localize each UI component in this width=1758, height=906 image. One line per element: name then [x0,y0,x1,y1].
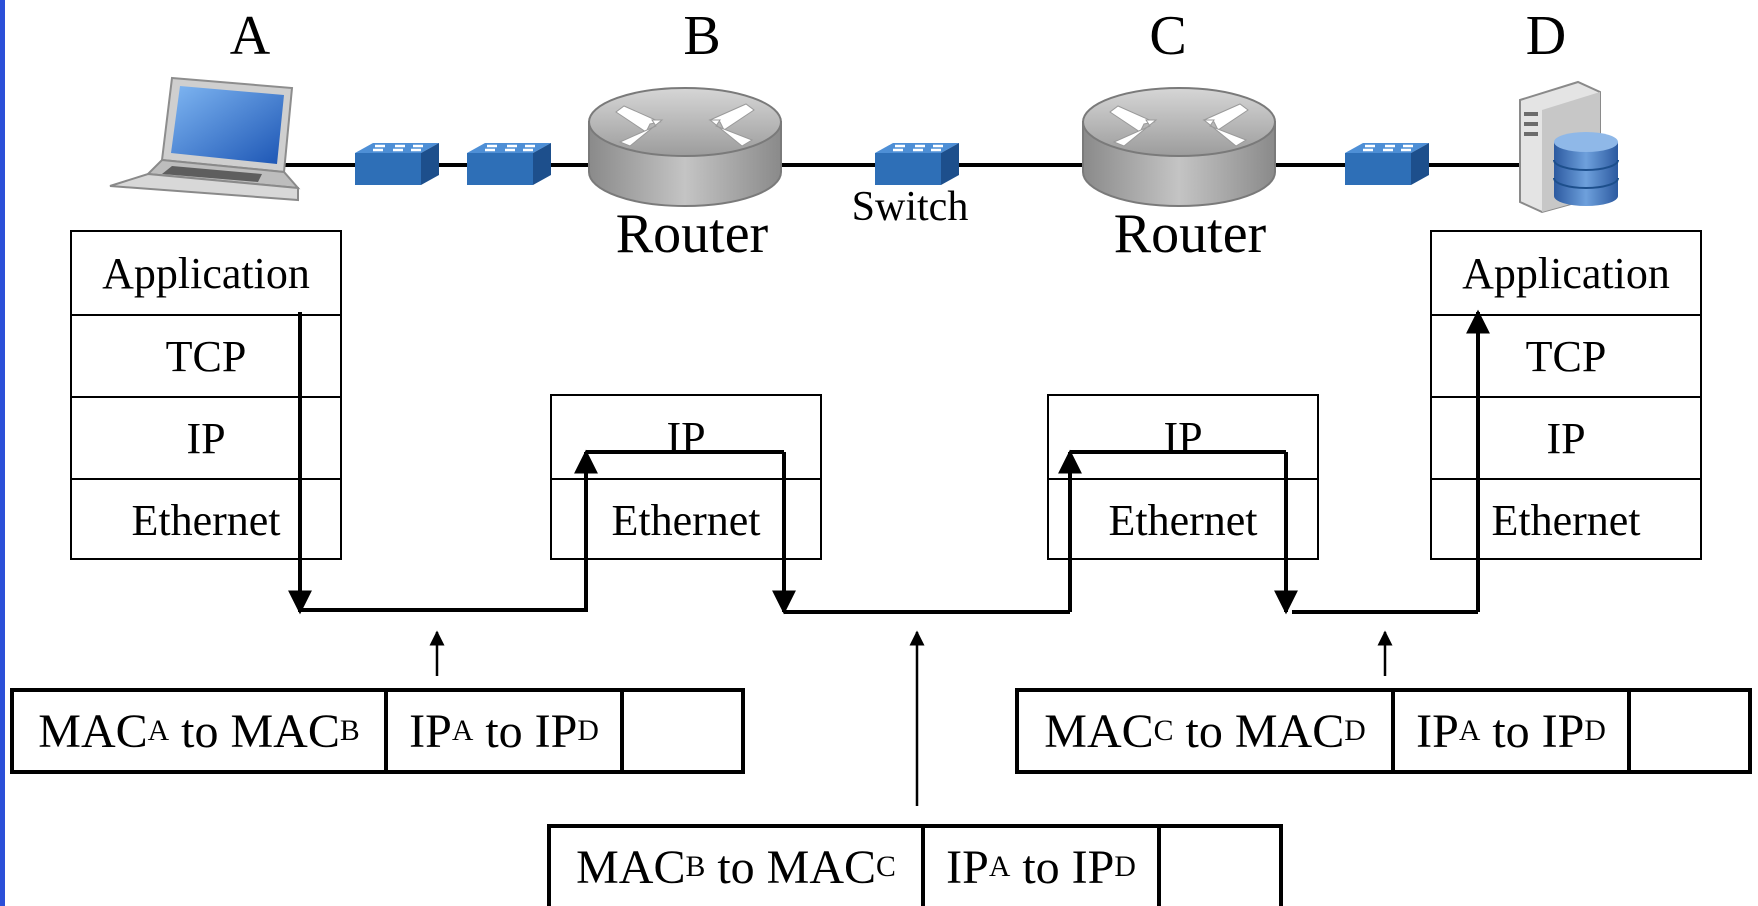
layer-ip: IP [1163,412,1203,462]
switch-icon [355,143,439,185]
router-c-label: Router [1113,203,1267,265]
node-c-label: C [1149,5,1187,67]
layer-ethernet: Ethernet [72,478,340,560]
layer-ethernet: Ethernet [1049,478,1317,560]
node-b-label: B [683,5,721,67]
server-database-icon [1519,80,1619,214]
payload-cell [620,692,741,770]
router-b-stack: IP Ethernet [550,394,822,560]
payload-cell [1157,828,1279,906]
node-d-label: D [1525,5,1567,67]
layer-ip: IP [1432,396,1700,478]
laptop-icon [109,76,301,202]
switch-icon [1345,143,1429,185]
switch-label: Switch [851,184,969,230]
switch-icon [467,143,551,185]
layer-ip: IP [72,396,340,478]
slide-left-border [0,0,5,906]
layer-ip: IP [666,412,706,462]
layer-ethernet: Ethernet [552,478,820,560]
layer-application: Application [1462,248,1670,298]
router-b-label: Router [615,203,769,265]
router-icon [1082,87,1276,207]
layer-tcp: TCP [1432,314,1700,396]
layer-tcp: TCP [72,314,340,396]
payload-cell [1627,692,1748,770]
layer-ethernet: Ethernet [1432,478,1700,560]
node-a-label: A [229,5,271,67]
router-c-stack: IP Ethernet [1047,394,1319,560]
switch-icon [875,143,959,185]
host-a-stack: Application TCP IP Ethernet [70,230,342,560]
router-icon [588,87,782,207]
frame-pointer-arrows [429,630,1393,806]
host-d-stack: Application TCP IP Ethernet [1430,230,1702,560]
layer-application: Application [102,248,310,298]
